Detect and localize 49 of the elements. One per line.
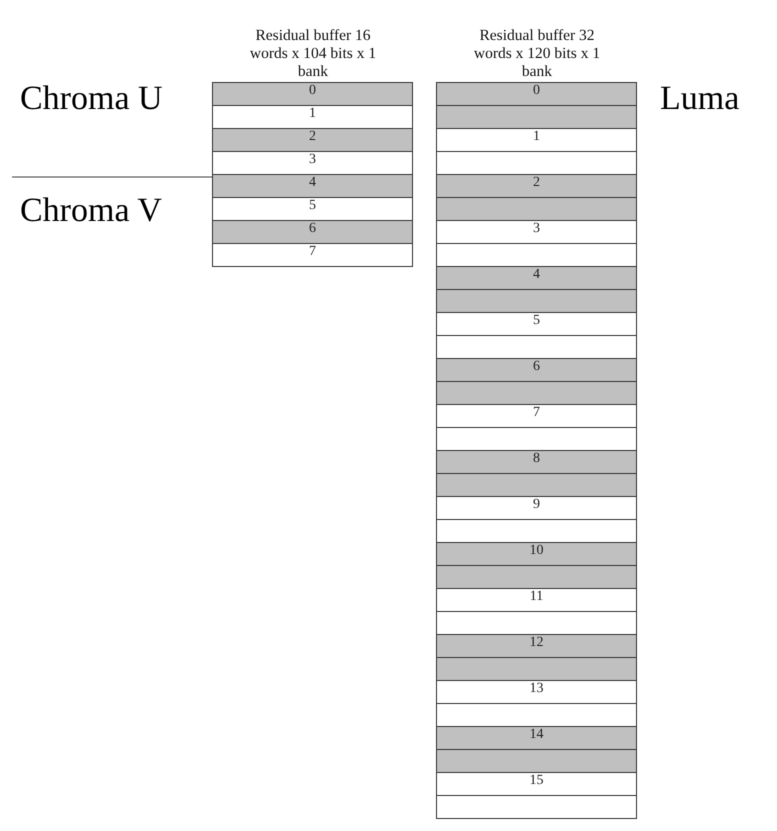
buffer-row: [437, 197, 636, 220]
row-index: 0: [309, 83, 316, 98]
buffer-row: [437, 634, 636, 657]
row-index: 0: [533, 83, 540, 98]
buffer-row: [437, 83, 636, 105]
row-index: 2: [309, 129, 316, 144]
row-index: 3: [533, 221, 540, 236]
row-index: 7: [309, 244, 316, 259]
buffer-row: [437, 105, 636, 128]
buffer-row: [213, 174, 412, 197]
buffer-heading: Residual buffer 32 words x 120 bits x 1 bank: [472, 27, 602, 81]
row-index: 3: [309, 152, 316, 167]
buffer-row: [437, 289, 636, 312]
row-index: 10: [530, 543, 544, 558]
buffer-row: [437, 358, 636, 381]
buffer-row: [437, 657, 636, 680]
row-index: 5: [309, 198, 316, 213]
row-index: 14: [530, 727, 544, 742]
row-index: 11: [530, 589, 544, 604]
buffer-row: [213, 83, 412, 105]
row-index: 4: [309, 175, 316, 190]
buffer-row: [437, 381, 636, 404]
row-index: 13: [530, 681, 544, 696]
row-index: 15: [530, 773, 544, 788]
buffer-row: [437, 726, 636, 749]
buffer-row: [437, 174, 636, 197]
row-index: 4: [533, 267, 540, 282]
row-index: 8: [533, 451, 540, 466]
channel-label: Luma: [660, 80, 740, 118]
row-index: 6: [309, 221, 316, 236]
row-index: 2: [533, 175, 540, 190]
buffer-row: [213, 128, 412, 151]
buffer-row: [437, 749, 636, 772]
row-index: 9: [533, 497, 540, 512]
buffer-row: [437, 450, 636, 473]
buffer-heading: Residual buffer 16 words x 104 bits x 1 bank: [248, 27, 378, 81]
channel-label: Chroma U: [20, 80, 163, 118]
buffer-row: [437, 565, 636, 588]
row-index: 12: [530, 635, 544, 650]
row-index: 6: [533, 359, 540, 374]
row-index: 7: [533, 405, 540, 420]
row-index: 1: [533, 129, 540, 144]
row-index: 1: [309, 106, 316, 121]
buffer-row: [437, 266, 636, 289]
buffer-row: [437, 542, 636, 565]
buffer-row: [437, 473, 636, 496]
channel-label: Chroma V: [20, 192, 162, 230]
buffer-row: [213, 220, 412, 243]
row-index: 5: [533, 313, 540, 328]
